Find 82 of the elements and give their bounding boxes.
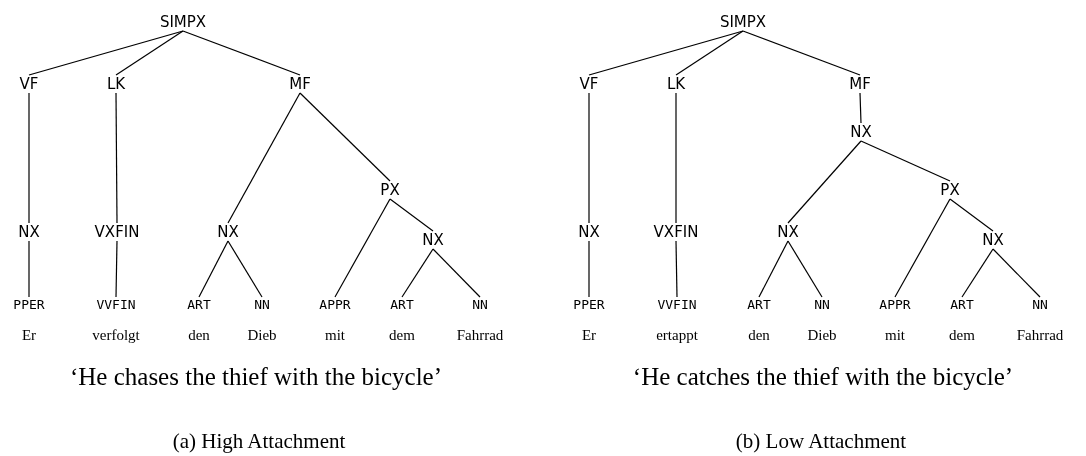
phrase-label: PX [380,181,400,199]
pos-tag: NN [814,297,830,313]
tree-branch [949,198,994,232]
tree-branch [787,240,823,298]
word: Dieb [247,326,277,344]
phrase-label: NX [578,223,600,241]
tree-branch [227,240,263,298]
phrase-label: VXFIN [653,223,699,241]
pos-tag: ART [390,297,414,313]
word: den [748,326,770,344]
phrase-label: NX [850,123,872,141]
tree-branch [115,92,118,224]
phrase-label: SIMPX [719,13,767,31]
tree-branch [28,30,184,76]
phrase-label: PX [940,181,960,199]
tree-branch [115,30,184,76]
tree-branch [859,92,862,124]
word: verfolgt [92,326,140,344]
pos-tag: ART [747,297,771,313]
tree-branch [115,240,118,298]
subfigure-caption: (b) Low Attachment [735,428,907,454]
tree-branch [992,248,1041,298]
phrase-label: NX [982,231,1004,249]
translation: ‘He chases the thief with the bicycle’ [69,362,443,392]
phrase-label: VF [579,75,599,93]
tree-branch [389,198,434,232]
tree-branch [182,30,301,76]
tree-branch [675,92,677,224]
word: Dieb [807,326,837,344]
tree-branch [198,240,229,298]
tree-branch [961,248,994,298]
phrase-label: VXFIN [94,223,140,241]
translation: ‘He catches the thief with the bicycle’ [632,362,1014,392]
pos-tag: ART [187,297,211,313]
pos-tag: PPER [573,297,605,313]
word: Fahrrad [1016,326,1064,344]
pos-tag: NN [1032,297,1048,313]
pos-tag: APPR [879,297,911,313]
word: mit [325,326,345,344]
phrase-label: LK [106,75,126,93]
subfigure-caption: (a) High Attachment [172,428,346,454]
pos-tag: VVFIN [96,297,136,313]
tree-branch [787,140,862,224]
tree-branch [28,240,30,298]
phrase-label: VF [19,75,39,93]
phrase-label: LK [666,75,686,93]
word: Er [581,326,597,344]
tree-branch [742,30,861,76]
word: mit [885,326,905,344]
phrase-label: NX [777,223,799,241]
tree-branch [334,198,391,298]
tree-branch [675,240,678,298]
tree-branch [894,198,951,298]
tree-branch [401,248,434,298]
phrase-label: NX [422,231,444,249]
pos-tag: NN [254,297,270,313]
tree-branch [588,240,590,298]
pos-tag: APPR [319,297,351,313]
phrase-label: MF [289,75,311,93]
tree-branch [227,92,301,224]
tree-branch [28,92,30,224]
tree-branch [588,92,590,224]
tree-branch [675,30,744,76]
tree-branch [299,92,391,182]
phrase-label: MF [849,75,871,93]
pos-tag: PPER [13,297,45,313]
pos-tag: NN [472,297,488,313]
word: dem [389,326,415,344]
word: Er [21,326,37,344]
tree-branch [588,30,744,76]
pos-tag: VVFIN [657,297,697,313]
tree-branch [758,240,789,298]
word: Fahrrad [456,326,504,344]
word: ertappt [656,326,698,344]
phrase-label: SIMPX [159,13,207,31]
phrase-label: NX [18,223,40,241]
tree-branch [432,248,481,298]
tree-branch [860,140,951,182]
phrase-label: NX [217,223,239,241]
word: dem [949,326,975,344]
word: den [188,326,210,344]
pos-tag: ART [950,297,974,313]
